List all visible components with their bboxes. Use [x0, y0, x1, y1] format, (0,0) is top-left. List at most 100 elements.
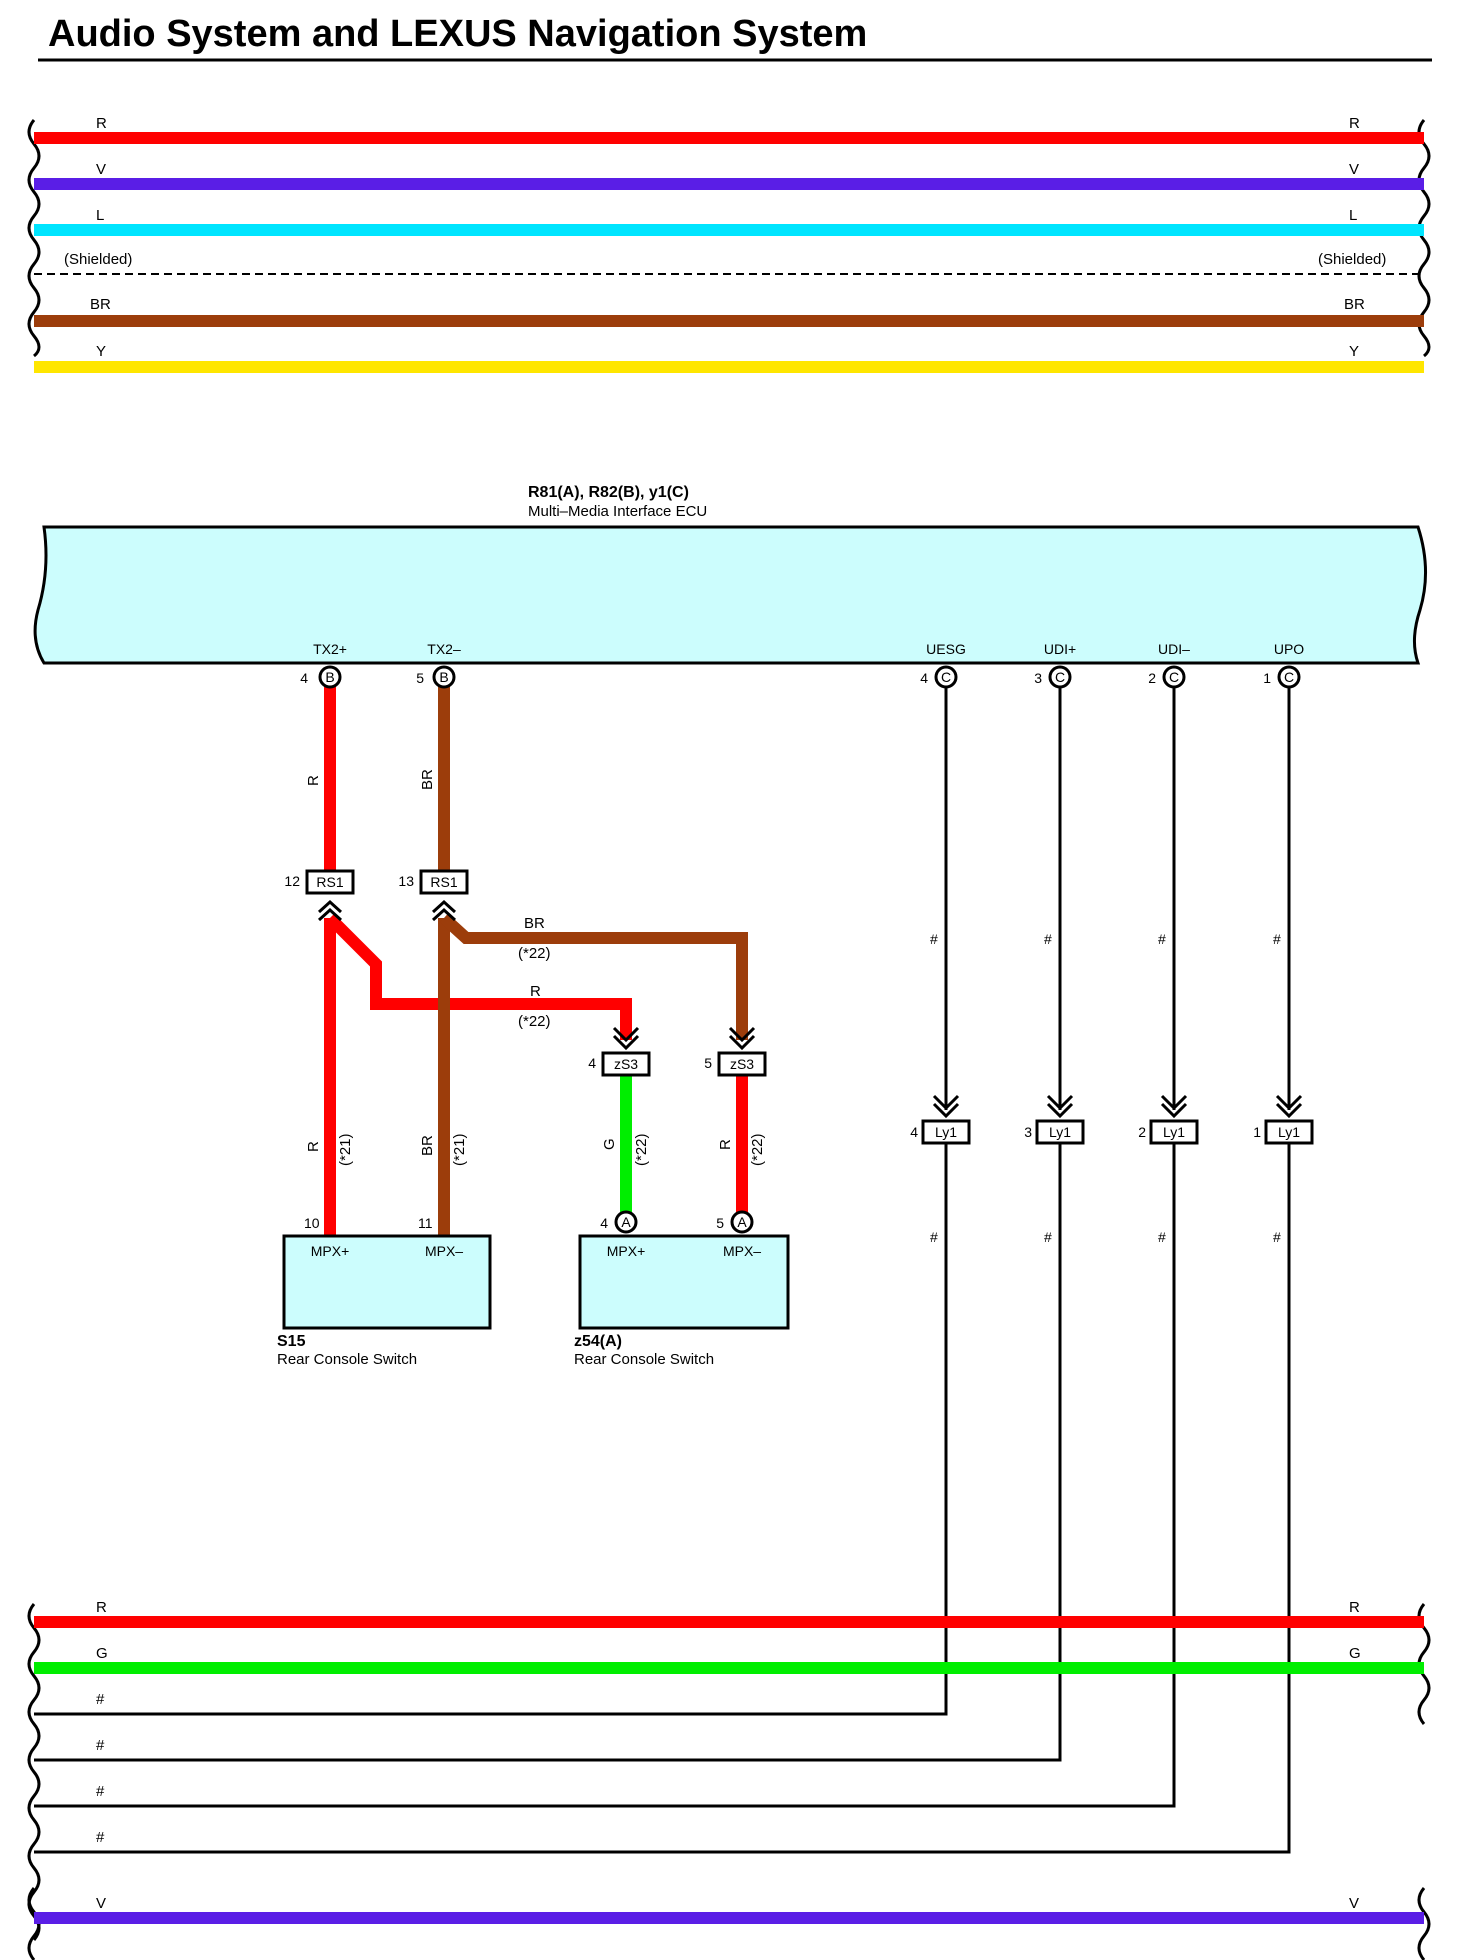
bottom-wire-r-label-right: R [1349, 1599, 1360, 1616]
connector-code: Ly1 [935, 1124, 957, 1140]
terminal-tx2-minus: TX2– [427, 641, 461, 657]
wire-note-r-lower: (*21) [337, 1133, 354, 1166]
bottom-wire-hash-label: # [96, 1829, 105, 1846]
top-wire-v-label-left: V [96, 161, 106, 178]
wire-label-hash: # [1273, 1229, 1281, 1245]
connector-code: RS1 [430, 874, 457, 890]
terminal-udi-minus: UDI– [1158, 641, 1190, 657]
pin-number: 5 [416, 670, 424, 686]
rear-console-switch-s15: 10 11 MPX+ MPX– S15 Rear Console Switch [277, 1215, 492, 1368]
top-wire-y-label-left: Y [96, 343, 106, 360]
wire-uesg-lower [34, 1144, 948, 1716]
rear-console-switch-z54: 4 A 5 A MPX+ MPX– z54(A) Rear Console Sw… [574, 1210, 790, 1368]
pin-number: 3 [1024, 1124, 1032, 1140]
wire-label-hash: # [930, 1229, 938, 1245]
pin-number: 1 [1263, 670, 1271, 686]
connector-code: zS3 [730, 1056, 754, 1072]
chevron-down-icon [728, 1026, 756, 1051]
ecu-id: R81(A), R82(B), y1(C) [528, 484, 689, 501]
bus-break-left [27, 1603, 41, 1941]
chevron-down-icon [932, 1094, 960, 1119]
terminal-mpx-plus: MPX+ [607, 1243, 646, 1259]
pin-number: 4 [920, 670, 928, 686]
pin-number: 4 [300, 670, 308, 686]
wire-note-br-lower: (*21) [451, 1133, 468, 1166]
bus-break-right-lower [1417, 1887, 1431, 1960]
pin-number: 2 [1148, 670, 1156, 686]
pin-number: 11 [418, 1215, 433, 1231]
component-name: Rear Console Switch [574, 1351, 714, 1368]
top-wire-r-label-left: R [96, 115, 107, 132]
top-wire-br-label-right: BR [1344, 296, 1365, 313]
terminal-uesg: UESG [926, 641, 966, 657]
wire-label-hash: # [1273, 931, 1281, 947]
wire-note-r-branch: (*22) [518, 1013, 551, 1030]
wire-br-branch-to-zs3 [439, 913, 748, 1040]
bottom-wire-g-label-right: G [1349, 1645, 1361, 1662]
pin-number: 4 [910, 1124, 918, 1140]
chevron-up-icon [431, 899, 457, 922]
terminal-udi-plus: UDI+ [1044, 641, 1076, 657]
terminal-upo: UPO [1274, 641, 1304, 657]
pin-number: 4 [600, 1215, 608, 1231]
wire-note-r-z54: (*22) [749, 1133, 766, 1166]
junction-ly1-1: 1 Ly1 [1253, 1094, 1314, 1145]
multimedia-interface-ecu: R81(A), R82(B), y1(C) Multi–Media Interf… [33, 484, 1427, 665]
pin-number: 5 [704, 1055, 712, 1071]
junction-zs3-4: 4 zS3 [588, 1026, 651, 1077]
ecu-connector-tx2-plus: 4 B [300, 665, 342, 689]
connector-code: B [439, 669, 448, 685]
wire-label-hash: # [930, 931, 938, 947]
connector-code: Ly1 [1163, 1124, 1185, 1140]
top-wire-l-label-right: L [1349, 207, 1357, 224]
ecu-connector-udi-minus: 2 C [1148, 665, 1186, 689]
wire-label-r-upper: R [305, 775, 322, 786]
bottom-wire-g-label-left: G [96, 1645, 108, 1662]
ecu-name: Multi–Media Interface ECU [528, 503, 707, 520]
ecu-connector-udi-plus: 3 C [1034, 665, 1072, 689]
bottom-wire-r-label-left: R [96, 1599, 107, 1616]
top-wire-l-label-left: L [96, 207, 104, 224]
bottom-wire-v-label-right: V [1349, 1895, 1359, 1912]
bottom-wire-hash-label: # [96, 1737, 105, 1754]
terminal-mpx-minus: MPX– [723, 1243, 761, 1259]
ecu-connector-upo: 1 C [1263, 665, 1301, 689]
wire-label-hash: # [1158, 1229, 1166, 1245]
junction-zs3-5: 5 zS3 [704, 1026, 767, 1077]
wire-label-r-lower: R [305, 1141, 322, 1152]
terminal-mpx-minus: MPX– [425, 1243, 463, 1259]
switch-box [578, 1234, 790, 1330]
pin-number: 10 [304, 1215, 320, 1231]
pin-number: 3 [1034, 670, 1042, 686]
terminal-mpx-plus: MPX+ [311, 1243, 350, 1259]
chevron-down-icon [1160, 1094, 1188, 1119]
wire-note-g-lower: (*22) [633, 1133, 650, 1166]
bottom-wire-hash-label: # [96, 1691, 105, 1708]
pin-number: 1 [1253, 1124, 1261, 1140]
pin-number: 2 [1138, 1124, 1146, 1140]
connector-code: C [1284, 669, 1294, 685]
connector-code: C [941, 669, 951, 685]
shield-label-left: (Shielded) [64, 251, 132, 268]
junction-ly1-3: 3 Ly1 [1024, 1094, 1085, 1145]
wire-label-hash: # [1158, 931, 1166, 947]
chevron-down-icon [1046, 1094, 1074, 1119]
wire-label-r-branch: R [530, 983, 541, 1000]
connector-code: Ly1 [1278, 1124, 1300, 1140]
wire-note-br-branch: (*22) [518, 945, 551, 962]
ecu-connector-uesg: 4 C [920, 665, 958, 689]
top-wire-bus: R R V V L L (Shielded) (Shielded) BR BR … [27, 115, 1431, 373]
component-id: S15 [277, 1333, 306, 1350]
bottom-wire-v-label-left: V [96, 1895, 106, 1912]
wire-label-br-branch: BR [524, 915, 545, 932]
wire-label-hash: # [1044, 1229, 1052, 1245]
top-wire-v-label-right: V [1349, 161, 1359, 178]
junction-rs1-13: 13 RS1 [398, 869, 469, 922]
connector-code: RS1 [316, 874, 343, 890]
connector-code: zS3 [614, 1056, 638, 1072]
wire-label-r-z54: R [717, 1139, 734, 1150]
connector-code: C [1055, 669, 1065, 685]
wire-udi-minus-lower [34, 1144, 1176, 1808]
connector-code: C [1169, 669, 1179, 685]
ecu-connector-tx2-minus: 5 B [416, 665, 456, 689]
